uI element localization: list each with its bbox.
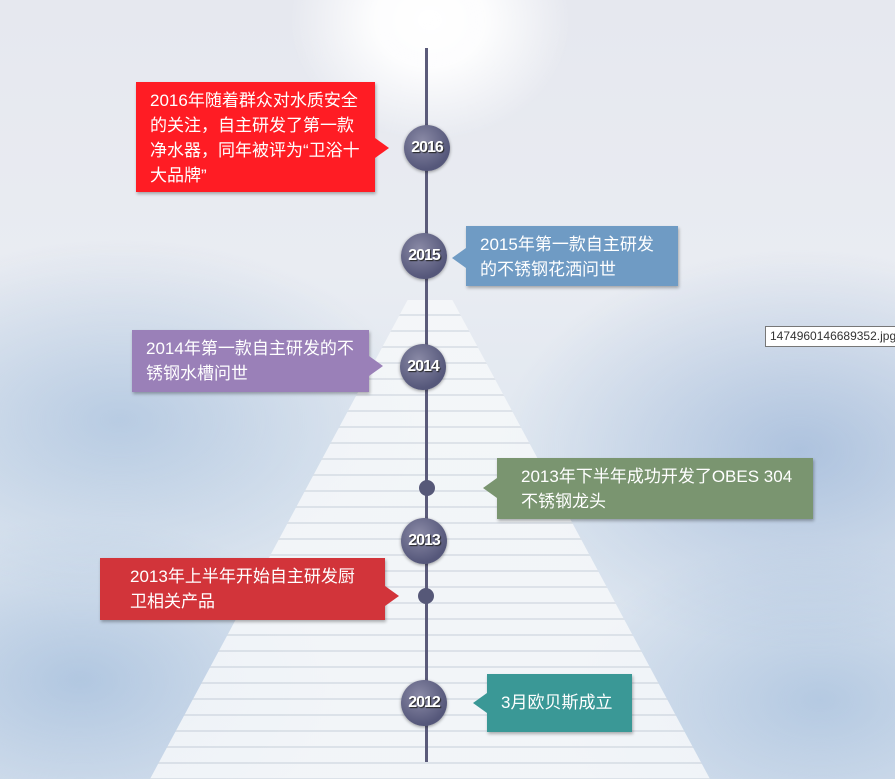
year-node-2012: 2012 (401, 680, 447, 726)
event-2012: 3月欧贝斯成立 (473, 674, 632, 732)
timeline-dot (419, 480, 435, 496)
event-2013-h1: 2013年上半年开始自主研发厨卫相关产品 (100, 558, 399, 620)
year-node-2013: 2013 (401, 518, 447, 564)
event-2015: 2015年第一款自主研发的不锈钢花洒问世 (452, 226, 678, 286)
year-node-2015: 2015 (401, 233, 447, 279)
event-2014: 2014年第一款自主研发的不锈钢水槽问世 (132, 330, 383, 392)
timeline-dot (418, 588, 434, 604)
year-node-2014: 2014 (400, 344, 446, 390)
timeline-line (425, 48, 428, 762)
image-filename-tooltip: 1474960146689352.jpg (765, 326, 895, 347)
event-2016: 2016年随着群众对水质安全的关注，自主研发了第一款净水器，同年被评为“卫浴十大… (136, 82, 389, 192)
year-node-2016: 2016 (404, 125, 450, 171)
event-2013-h2: 2013年下半年成功开发了OBES 304不锈钢龙头 (483, 458, 813, 519)
